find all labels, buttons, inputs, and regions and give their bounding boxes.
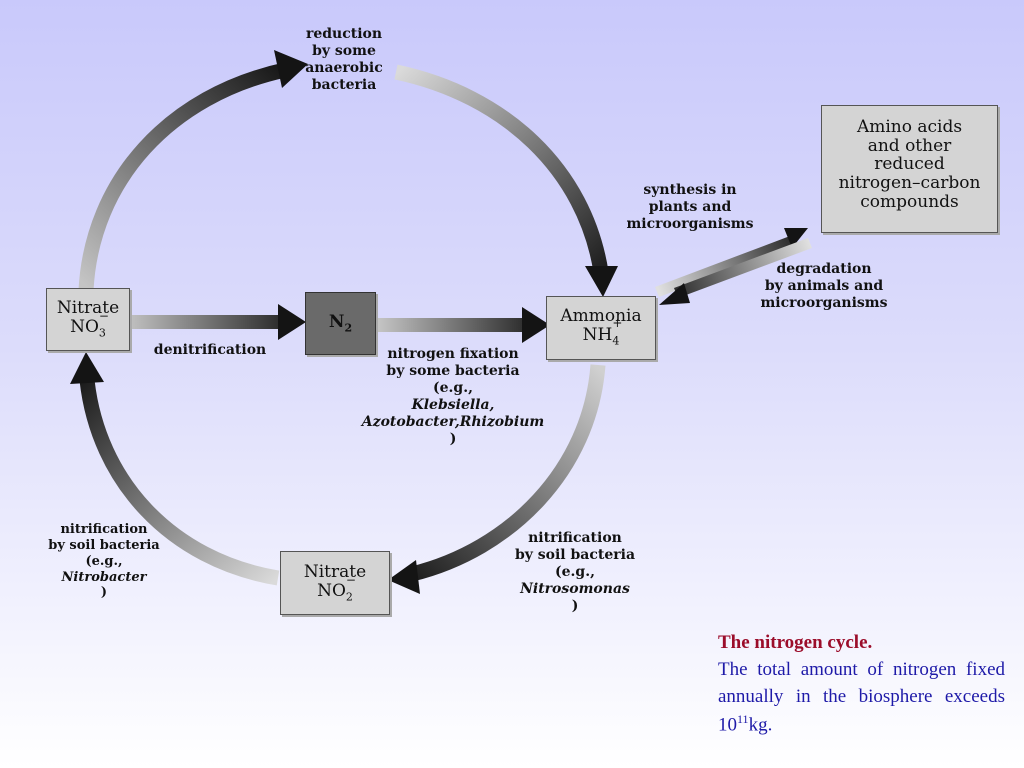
n2-box: N2 bbox=[305, 292, 376, 355]
denitrification-arrow bbox=[130, 304, 306, 340]
amino-acids-box: Amino acids and other reduced nitrogen–c… bbox=[821, 105, 998, 233]
nitrification-left-label: nitrification by soil bacteria (e.g., Ni… bbox=[48, 522, 160, 601]
amino-line-3: reduced bbox=[874, 154, 945, 175]
amino-line-1: Amino acids bbox=[856, 117, 963, 137]
synthesis-label: synthesis in plants and microorganisms bbox=[626, 182, 754, 233]
ammonia-box: Ammonia NH4+ bbox=[546, 296, 656, 360]
ammonia-formula: NH4+ bbox=[582, 315, 623, 348]
denitrification-label: denitrification bbox=[153, 342, 267, 358]
nitrogen-fixation-label: nitrogen fixation by some bacteria (e.g.… bbox=[361, 346, 545, 448]
nitrate-left-box: Nitrate NO3− bbox=[46, 288, 130, 351]
reduction-arrow bbox=[78, 50, 308, 291]
nitrification-right-arrow bbox=[388, 364, 606, 594]
nitrification-right-label: nitrification by soil bacteria (e.g., Ni… bbox=[514, 530, 636, 615]
caption: The nitrogen cycle. The total amount of … bbox=[718, 630, 1005, 739]
caption-title: The nitrogen cycle. bbox=[718, 632, 873, 653]
nitrite-name: Nitrate bbox=[303, 562, 367, 582]
amino-line-5: compounds bbox=[860, 191, 959, 212]
nitrate-left-name: Nitrate bbox=[56, 298, 120, 318]
synthesis-arrow bbox=[655, 228, 808, 297]
n2-formula: N2 bbox=[328, 312, 353, 335]
degradation-label: degradation by animals and microorganism… bbox=[760, 261, 888, 312]
reduction-label: reduction by some anaerobic bacteria bbox=[305, 26, 383, 94]
ammonia-name: Ammonia bbox=[560, 306, 642, 326]
nitrogen-fixation-arrow bbox=[375, 307, 550, 343]
amino-line-4: nitrogen–carbon bbox=[838, 173, 981, 194]
degradation-arrow bbox=[659, 238, 812, 305]
caption-text: The total amount of nitrogen fixed annua… bbox=[718, 658, 1005, 736]
reduction-to-ammonia-arrow bbox=[394, 64, 618, 297]
nitrite-box: Nitrate NO2− bbox=[280, 551, 390, 615]
amino-line-2: and other bbox=[867, 135, 952, 156]
nitrite-formula: NO2− bbox=[317, 572, 356, 604]
nitrification-left-arrow bbox=[70, 352, 280, 586]
nitrate-left-formula: NO3− bbox=[70, 308, 109, 340]
